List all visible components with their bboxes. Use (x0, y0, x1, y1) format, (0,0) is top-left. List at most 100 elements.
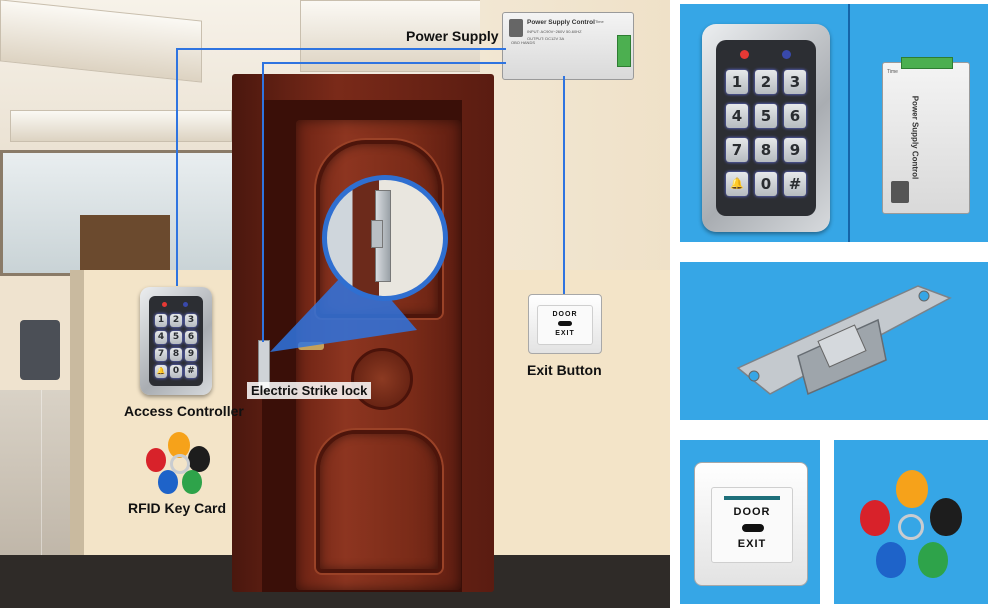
exit-exit-text: EXIT (737, 538, 767, 550)
panel-divider-line (848, 4, 850, 242)
wire (176, 48, 178, 286)
bell-key: 🔔 (155, 365, 167, 378)
rfid-tag-blue (876, 542, 906, 578)
led-red (162, 302, 167, 307)
psu-title: Power Supply Control (910, 95, 920, 180)
beam-shape (270, 260, 417, 352)
screw-hole (918, 290, 930, 302)
bookshelf (80, 215, 170, 275)
access-controller-device: 1 2 3 4 5 6 7 8 9 🔔 0 # (140, 287, 212, 395)
ceiling-light (10, 110, 232, 142)
psu-input: INPUT: AC90V~260V 50-60HZ (527, 29, 582, 34)
exit-button-device: DOOR EXIT (528, 294, 602, 354)
rfid-tag-green (918, 542, 948, 578)
electric-strike-product (736, 285, 952, 396)
rfid-tag-orange (168, 432, 190, 458)
led-red (740, 50, 749, 59)
wire (176, 48, 506, 50)
rfid-tag-green (182, 470, 202, 494)
access-controller-label: Access Controller (124, 403, 244, 419)
door-handle (298, 342, 324, 350)
wire (262, 62, 264, 342)
exit-button-bar (724, 496, 780, 500)
door-rosette (351, 348, 413, 410)
door-lower-panel (316, 430, 442, 573)
key-hash: # (784, 172, 806, 196)
strike-latch (371, 220, 383, 248)
exit-door-text: DOOR (733, 506, 771, 518)
brand-icon (509, 19, 523, 37)
key-1: 1 (726, 70, 748, 94)
office-chair (20, 320, 60, 380)
key-5: 5 (755, 104, 777, 128)
key-4: 4 (726, 104, 748, 128)
psu-output: OUTPUT: DC12V 3A (527, 36, 565, 41)
magnifier-beam (270, 260, 417, 352)
led-blue (183, 302, 188, 307)
key-7: 7 (155, 348, 167, 361)
key-hash: # (185, 365, 197, 378)
key-5: 5 (170, 331, 182, 344)
rfid-key-card-label: RFID Key Card (128, 500, 227, 516)
power-supply-device: Power Supply Control INPUT: AC90V~260V 5… (502, 12, 634, 80)
key-1: 1 (155, 314, 167, 327)
psu-title: Power Supply Control (527, 19, 595, 26)
key-ring (170, 454, 190, 474)
terminal-block (617, 35, 631, 67)
keypad-product-face: 1 2 3 4 5 6 7 8 9 🔔 0 # (716, 40, 816, 216)
floor-line (40, 390, 42, 608)
strike-lock-magnifier (322, 175, 448, 301)
power-supply-label: Power Supply (406, 28, 499, 44)
exit-button-face: DOOR EXIT (537, 305, 593, 345)
rfid-tag-red (146, 448, 166, 472)
key-7: 7 (726, 138, 748, 162)
terminal-block (901, 57, 953, 69)
keypad-face: 1 2 3 4 5 6 7 8 9 🔔 0 # (149, 296, 203, 386)
rfid-tag-red (860, 500, 890, 536)
led-blue (782, 50, 791, 59)
ceiling-panel (300, 0, 482, 72)
key-4: 4 (155, 331, 167, 344)
exit-button-label: Exit Button (527, 362, 602, 378)
exit-door-text: DOOR (552, 311, 578, 318)
exit-exit-text: EXIT (555, 330, 575, 337)
strike-keeper (817, 324, 867, 368)
screw-hole (748, 370, 760, 382)
key-2: 2 (170, 314, 182, 327)
panel-gap (820, 440, 834, 604)
product-panel-accessories: DOOR EXIT (680, 440, 988, 604)
key-3: 3 (784, 70, 806, 94)
key-6: 6 (185, 331, 197, 344)
rfid-tag-blue (158, 470, 178, 494)
rfid-tags-illustration (140, 430, 220, 500)
installation-scene: Power Supply Control INPUT: AC90V~260V 5… (0, 0, 670, 608)
rfid-tag-black (188, 446, 210, 472)
electric-strike-lock-label: Electric Strike lock (247, 382, 372, 399)
psu-timer: Time (887, 69, 898, 75)
key-2: 2 (755, 70, 777, 94)
rfid-tags-product (856, 470, 966, 590)
key-9: 9 (784, 138, 806, 162)
key-3: 3 (185, 314, 197, 327)
key-0: 0 (755, 172, 777, 196)
bell-key: 🔔 (726, 172, 748, 196)
wire (262, 62, 506, 64)
key-icon (742, 524, 764, 532)
rfid-tag-orange (896, 470, 928, 508)
key-6: 6 (784, 104, 806, 128)
brand-icon (891, 181, 909, 203)
wall-edge (70, 270, 84, 555)
key-0: 0 (170, 365, 182, 378)
keypad-product: 1 2 3 4 5 6 7 8 9 🔔 0 # (702, 24, 830, 232)
key-9: 9 (185, 348, 197, 361)
product-panel-strike-lock (680, 262, 988, 420)
exit-button-face: DOOR EXIT (711, 487, 793, 563)
power-supply-product: Power Supply Control Time (882, 57, 970, 214)
key-ring (898, 514, 924, 540)
key-8: 8 (755, 138, 777, 162)
wire (563, 76, 565, 294)
psu-brand: OBO HANDS (511, 40, 536, 45)
product-panel-controller: 1 2 3 4 5 6 7 8 9 🔔 0 # Power Supply Con… (680, 4, 988, 242)
rfid-tag-black (930, 498, 962, 536)
psu-timer: Time (595, 19, 604, 24)
